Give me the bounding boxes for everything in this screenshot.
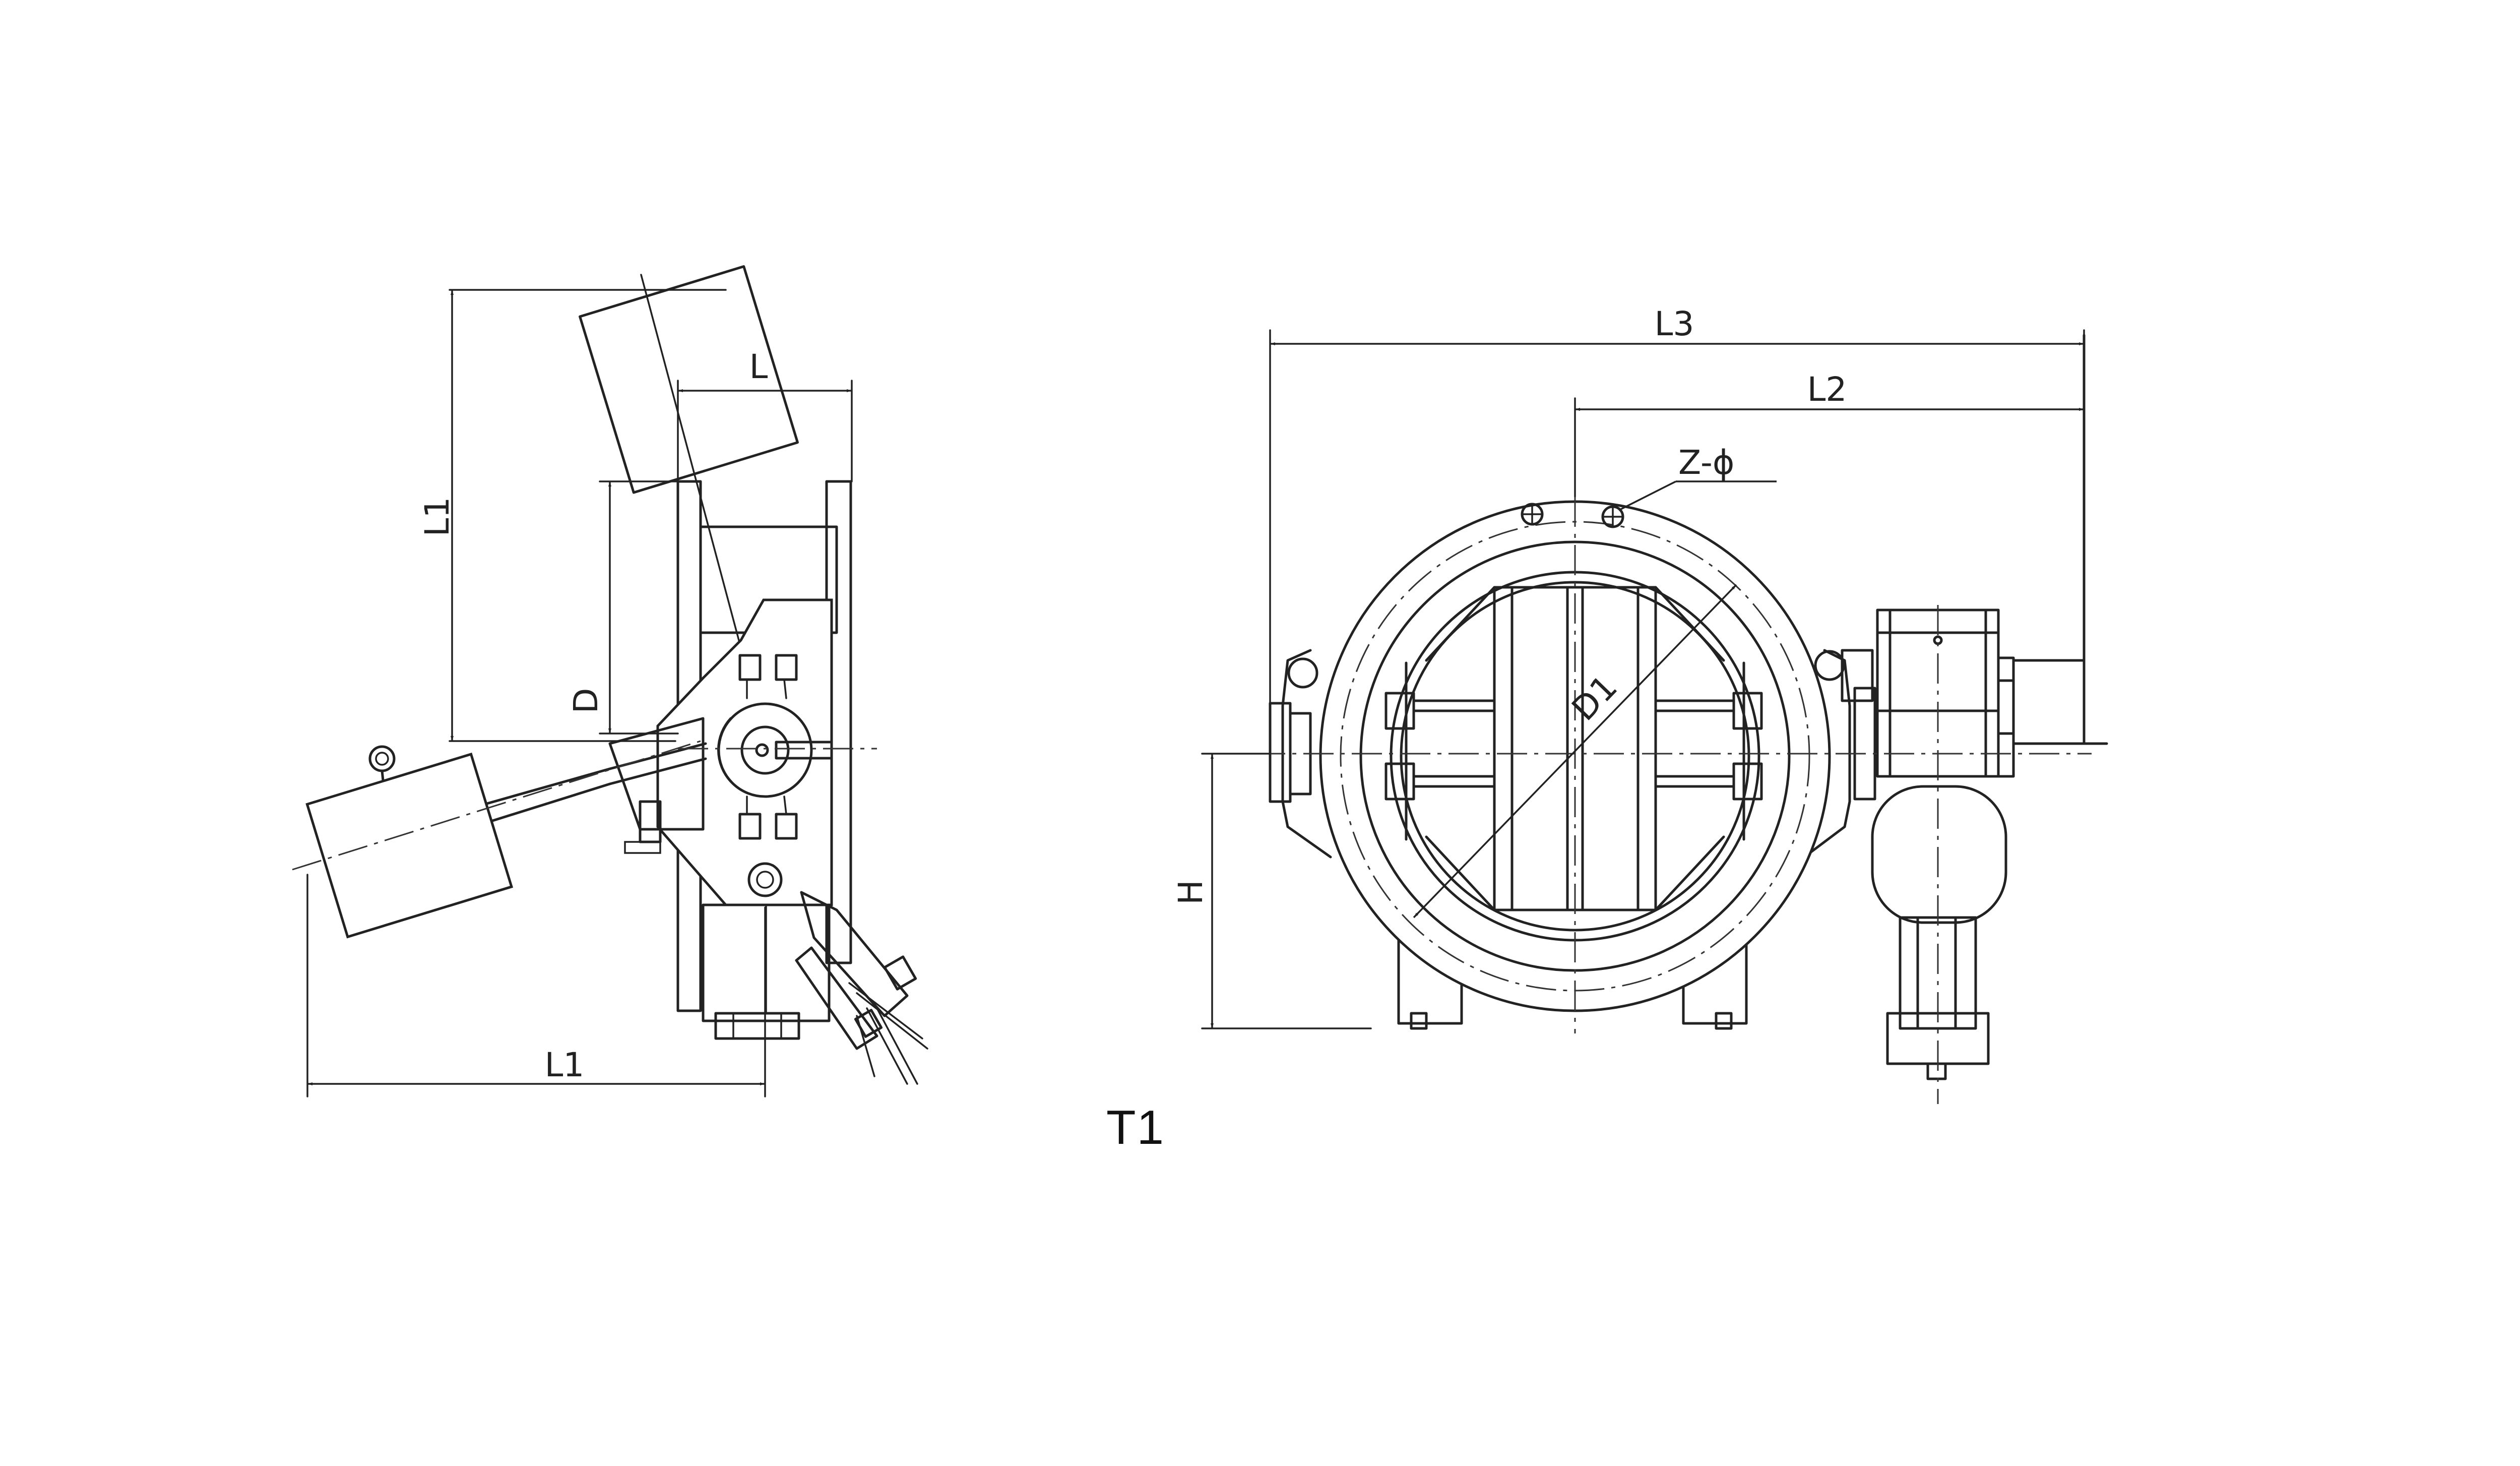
lug-hole (1287, 657, 1318, 689)
bolt-hole (1601, 505, 1624, 528)
label-L1-vertical: L1 (418, 497, 457, 537)
label-L2: L2 (1807, 370, 1847, 409)
drain-plug (747, 862, 783, 897)
counterweight-raised (579, 265, 799, 494)
gear-cap (1997, 732, 2015, 778)
lever-bar (608, 757, 707, 785)
lever-arm-raised (640, 274, 742, 649)
lever-center-line (292, 740, 701, 871)
lever-clamp (608, 717, 705, 831)
terminal-block (738, 654, 762, 681)
label-L: L (749, 347, 768, 386)
motor-box (2012, 659, 2086, 745)
counterweight-lowered (305, 752, 514, 939)
hub-inner (740, 725, 790, 775)
limit-switch (883, 955, 917, 991)
lifting-eye (368, 745, 396, 772)
terminal-block (738, 813, 762, 840)
label-D: D (566, 688, 605, 714)
terminal-block (775, 654, 798, 681)
actuator-cylinder-lower (795, 946, 878, 1050)
shaft-end-right (1853, 687, 1876, 801)
label-H: H (1171, 880, 1210, 905)
hub-center (755, 743, 769, 757)
shaft-collar-right (1841, 649, 1874, 702)
hub-pin (775, 741, 833, 760)
shaft-end-left (1269, 702, 1292, 803)
gearbox-housing (656, 598, 833, 906)
gear-cap (1997, 656, 2015, 682)
leader-Z-phi (1618, 480, 1676, 511)
front-view: L3 L2 Z-ϕ D1 H (1171, 304, 2108, 1104)
base-foot (714, 1012, 800, 1040)
bolt-hole (1521, 503, 1544, 526)
hub-arc (717, 717, 732, 783)
label-L1-horizontal: L1 (545, 1046, 585, 1084)
dimension-D1 (1413, 584, 1737, 919)
electric-motor (1871, 785, 2007, 924)
limit-switch (854, 1009, 883, 1038)
side-view: L L1 D L1 (292, 265, 928, 1097)
actuator-cylinder (800, 891, 909, 1017)
lug-hole (1814, 650, 1845, 681)
label-L3: L3 (1655, 304, 1694, 343)
label-Z-phi: Z-ϕ (1678, 443, 1734, 482)
figure-caption: T1 (1106, 1101, 1165, 1154)
